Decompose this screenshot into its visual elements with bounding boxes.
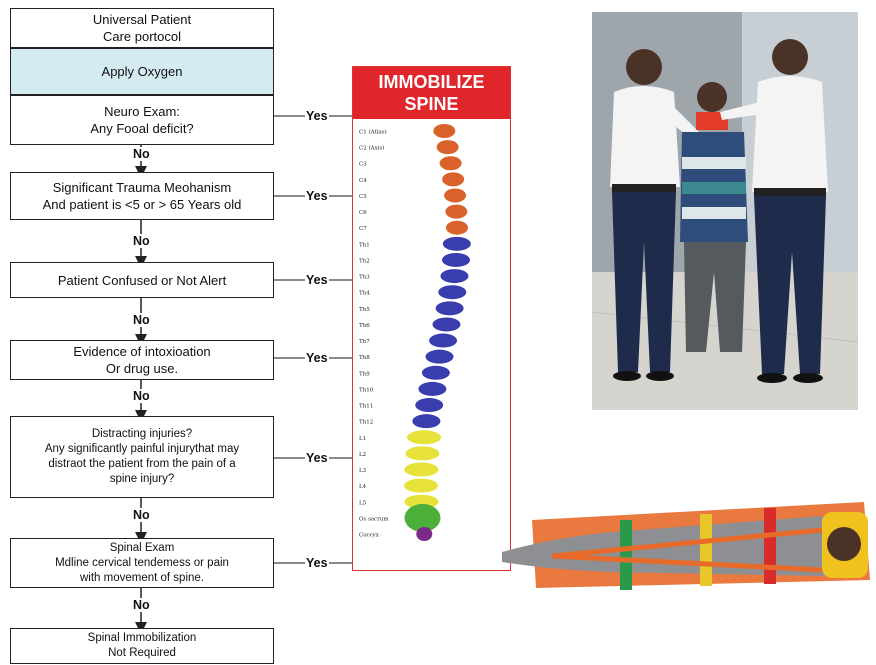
yes-label: Yes	[305, 451, 329, 465]
vertebra	[415, 398, 443, 412]
vertebra-label: L3	[359, 468, 367, 474]
step-neuro-exam: Neuro Exam: Any Fooal deficit?	[10, 95, 274, 145]
step-text: Evidence of intoxioation	[73, 343, 210, 360]
vertebra-label: Th12	[359, 420, 373, 426]
step-text: Any Fooal deficit?	[90, 120, 193, 137]
step-text: Significant Trauma Meohanism	[53, 179, 231, 196]
vertebra	[405, 446, 439, 460]
step-text: Any significantly painful injurythat may	[45, 442, 239, 457]
step-text: And patient is <5 or > 65 Years old	[43, 196, 242, 213]
step-trauma-mechanism: Significant Trauma Meohanism And patient…	[10, 172, 274, 220]
step-universal-care: Universal Patient Care portocol	[10, 8, 274, 48]
no-label: No	[132, 313, 151, 327]
vertebra	[418, 382, 446, 396]
step-distracting-injuries: Distracting injuries? Any significantly …	[10, 416, 274, 498]
vertebra-label: Th3	[359, 275, 370, 281]
vertebra-label: C3	[359, 162, 367, 168]
no-label: No	[132, 147, 151, 161]
vertebra	[443, 237, 471, 251]
step-apply-oxygen: Apply Oxygen	[10, 48, 274, 95]
vertebra-label: Th9	[359, 371, 370, 377]
step-text: Mdline cervical tendemess or pain	[55, 556, 229, 571]
yes-label: Yes	[305, 189, 329, 203]
no-label: No	[132, 598, 151, 612]
vertebra	[437, 140, 459, 154]
yes-label: Yes	[305, 556, 329, 570]
vertebra-label: C4	[359, 178, 367, 184]
vertebra	[440, 156, 462, 170]
no-label: No	[132, 389, 151, 403]
step-text: Neuro Exam:	[104, 103, 180, 120]
vertebra-label: C6	[359, 210, 367, 216]
collar-application-photo	[592, 12, 858, 410]
vertebra	[436, 301, 464, 315]
vertebra	[440, 269, 468, 283]
step-text: Spinal Immobilization	[88, 631, 197, 646]
step-text: distraot the patient from the pain of a	[48, 457, 235, 472]
vertebra-label: C2 (Axis)	[359, 145, 384, 152]
step-text: Distracting injuries?	[92, 427, 192, 442]
vertebra-label: Th1	[359, 242, 370, 248]
spine-panel-title: IMMOBILIZE SPINE	[353, 67, 510, 119]
vertebra-label: L2	[359, 452, 366, 458]
vertebra	[438, 285, 466, 299]
vertebra	[404, 463, 438, 477]
vertebra	[429, 334, 457, 348]
no-label: No	[132, 234, 151, 248]
step-text: Apply Oxygen	[102, 63, 183, 80]
step-text: with movement of spine.	[80, 571, 204, 586]
vertebra	[442, 253, 470, 267]
vertebra-label: C1 (Atlas)	[359, 129, 387, 136]
step-text: Or drug use.	[106, 360, 178, 377]
vertebra-label: C7	[359, 226, 367, 232]
vertebra-label: Th5	[359, 307, 370, 313]
step-confused: Patient Confused or Not Alert	[10, 262, 274, 298]
vertebra-label: C5	[359, 194, 367, 200]
spine-title-line1: IMMOBILIZE	[353, 71, 510, 93]
vertebra	[433, 124, 455, 138]
vertebra-label: Th7	[359, 339, 370, 345]
spine-illustration: C1 (Atlas) C2 (Axis) C3C4C5C6C7Th1Th2Th3Th…	[353, 119, 509, 569]
spine-title-line2: SPINE	[353, 93, 510, 115]
step-text: Not Required	[108, 646, 176, 661]
step-text: Patient Confused or Not Alert	[58, 272, 226, 289]
paramedics-illustration	[592, 12, 858, 410]
vertebra-label: L1	[359, 436, 366, 442]
vertebra-label: Th11	[359, 404, 373, 410]
vertebra	[444, 188, 466, 202]
vertebra-label: Th2	[359, 258, 370, 264]
vertebra	[425, 350, 453, 364]
vertebra-label: Th8	[359, 355, 370, 361]
vertebra-label: Th6	[359, 323, 370, 329]
vertebra	[412, 414, 440, 428]
yes-label: Yes	[305, 273, 329, 287]
vertebra-label: Coccyx	[359, 533, 380, 539]
vertebra	[422, 366, 450, 380]
vertebra-label: Th10	[359, 387, 374, 393]
vertebra-label: L5	[359, 500, 367, 506]
vertebra-label: L4	[359, 484, 367, 490]
vertebra	[432, 317, 460, 331]
vertebra	[407, 430, 441, 444]
step-text: spine injury?	[110, 472, 175, 487]
step-text: Spinal Exam	[110, 541, 175, 556]
step-text: Universal Patient	[93, 11, 191, 28]
spine-board-illustration	[492, 490, 876, 600]
vertebra	[445, 205, 467, 219]
no-label: No	[132, 508, 151, 522]
vertebra	[442, 172, 464, 186]
yes-label: Yes	[305, 109, 329, 123]
step-spinal-exam: Spinal Exam Mdline cervical tendemess or…	[10, 538, 274, 588]
vertebra	[404, 479, 438, 493]
yes-label: Yes	[305, 351, 329, 365]
vertebra	[446, 221, 468, 235]
vertebra-label: Th4	[359, 291, 370, 297]
vertebra-label: Os sacrum	[359, 516, 389, 522]
step-immobilization-not-required: Spinal Immobilization Not Required	[10, 628, 274, 664]
vertebra	[416, 527, 432, 541]
step-text: Care portocol	[103, 28, 181, 45]
step-intoxication: Evidence of intoxioation Or drug use.	[10, 340, 274, 380]
